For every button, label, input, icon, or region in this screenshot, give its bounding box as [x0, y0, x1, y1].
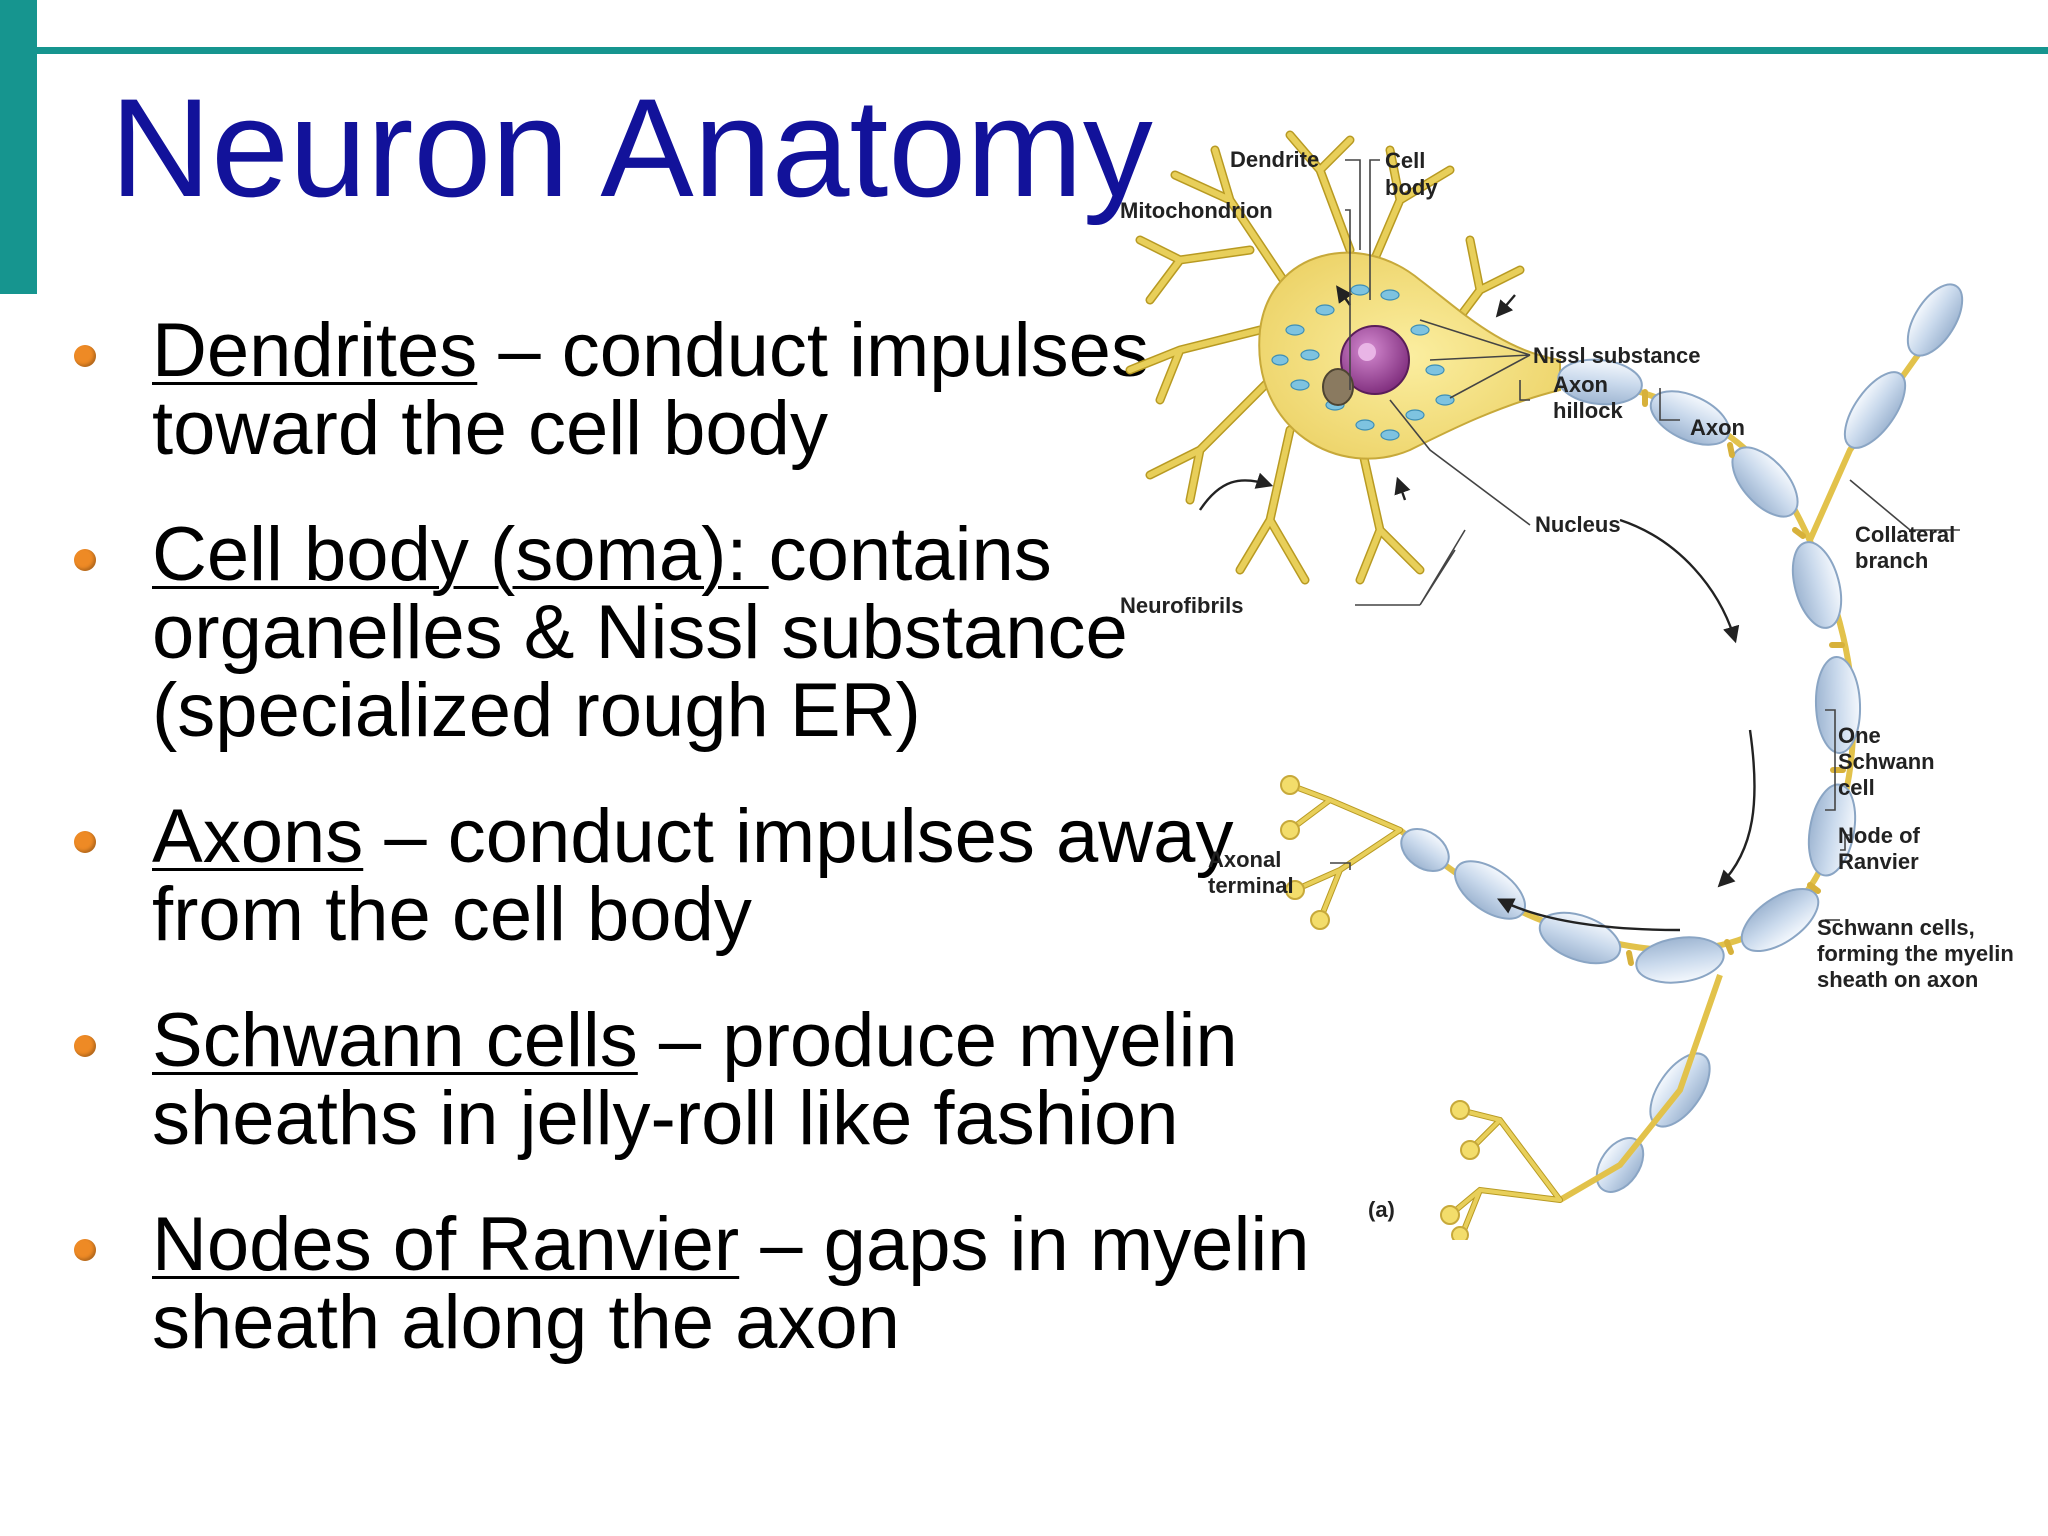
bullet-text: – conduct impulses toward the cell body — [152, 308, 1149, 471]
cell-body — [1258, 251, 1561, 460]
bullet-text: contains organelles & Nissl substance (s… — [152, 512, 1128, 753]
myelin-sheath — [1400, 283, 1964, 1193]
bullet-term: Schwann cells — [152, 998, 638, 1083]
bullet-item: Schwann cells – produce myelin sheaths i… — [72, 1002, 1332, 1158]
label-nissl-substance: Nissl substance — [1533, 343, 1701, 368]
bullet-term: Cell body (soma): — [152, 512, 769, 597]
label-panel: (a) — [1368, 1197, 1395, 1222]
label-schwann-sheath: sheath on axon — [1817, 967, 1978, 992]
label-collateral-branch: Collateral — [1855, 522, 1955, 547]
bullet-term: Dendrites — [152, 308, 478, 393]
label-neurofibrils: Neurofibrils — [1120, 593, 1243, 618]
label-axon-hillock: hillock — [1553, 398, 1623, 423]
terminal-branch — [1558, 974, 1723, 1203]
label-axon-hillock: Axon — [1553, 372, 1608, 397]
axonal-terminals — [1280, 775, 1563, 1240]
label-node-of-ranvier: Node of — [1838, 823, 1921, 848]
label-mitochondrion: Mitochondrion — [1120, 198, 1273, 223]
impulse-arrows — [1199, 285, 1756, 932]
label-nucleus: Nucleus — [1535, 512, 1621, 537]
bullet-text: – produce myelin sheaths in jelly-roll l… — [152, 998, 1238, 1161]
accent-bar — [0, 0, 37, 294]
diagram-labels: Dendrite Cell body Mitochondrion Nissl s… — [1120, 147, 2014, 1222]
label-cell-body: Cell — [1385, 148, 1425, 173]
label-axonal-terminal: terminal — [1208, 873, 1294, 898]
bullet-dot-icon — [74, 549, 96, 571]
slide-title: Neuron Anatomy — [110, 69, 1153, 226]
nucleus — [1340, 325, 1410, 395]
bullet-item: Cell body (soma): contains organelles & … — [72, 516, 1332, 750]
label-schwann-sheath: forming the myelin — [1817, 941, 2014, 966]
dendrites — [1125, 130, 1525, 585]
bullet-dot-icon — [74, 1035, 96, 1057]
bullet-item: Axons – conduct impulses away from the c… — [72, 798, 1332, 954]
label-collateral-branch: branch — [1855, 548, 1928, 573]
bullet-dot-icon — [74, 831, 96, 853]
label-axonal-terminal: Axonal — [1208, 847, 1281, 872]
bullet-list: Dendrites – conduct impulses toward the … — [72, 312, 1332, 1362]
label-cell-body: body — [1385, 175, 1438, 200]
bullet-dot-icon — [74, 345, 96, 367]
mitochondrion — [1322, 368, 1354, 406]
bullet-item: Dendrites – conduct impulses toward the … — [72, 312, 1332, 468]
bullet-text: – gaps in myelin sheath along the axon — [152, 1202, 1310, 1365]
label-one-schwann-cell: Schwann — [1838, 749, 1935, 774]
bullet-text: – conduct impulses away from the cell bo… — [152, 794, 1234, 957]
label-schwann-sheath: Schwann cells, — [1817, 915, 1975, 940]
bullet-dot-icon — [74, 1239, 96, 1261]
bullet-item: Nodes of Ranvier – gaps in myelin sheath… — [72, 1206, 1332, 1362]
bullet-term: Axons — [152, 794, 364, 879]
label-one-schwann-cell: One — [1838, 723, 1881, 748]
label-one-schwann-cell: cell — [1838, 775, 1875, 800]
label-node-of-ranvier: Ranvier — [1838, 849, 1919, 874]
leader-lines — [1330, 159, 1960, 921]
neuron-diagram: Dendrite Cell body Mitochondrion Nissl s… — [1120, 130, 2014, 1240]
label-axon: Axon — [1690, 415, 1745, 440]
accent-rule — [37, 47, 2048, 54]
bullet-term: Nodes of Ranvier — [152, 1202, 740, 1287]
label-dendrite: Dendrite — [1230, 147, 1319, 172]
